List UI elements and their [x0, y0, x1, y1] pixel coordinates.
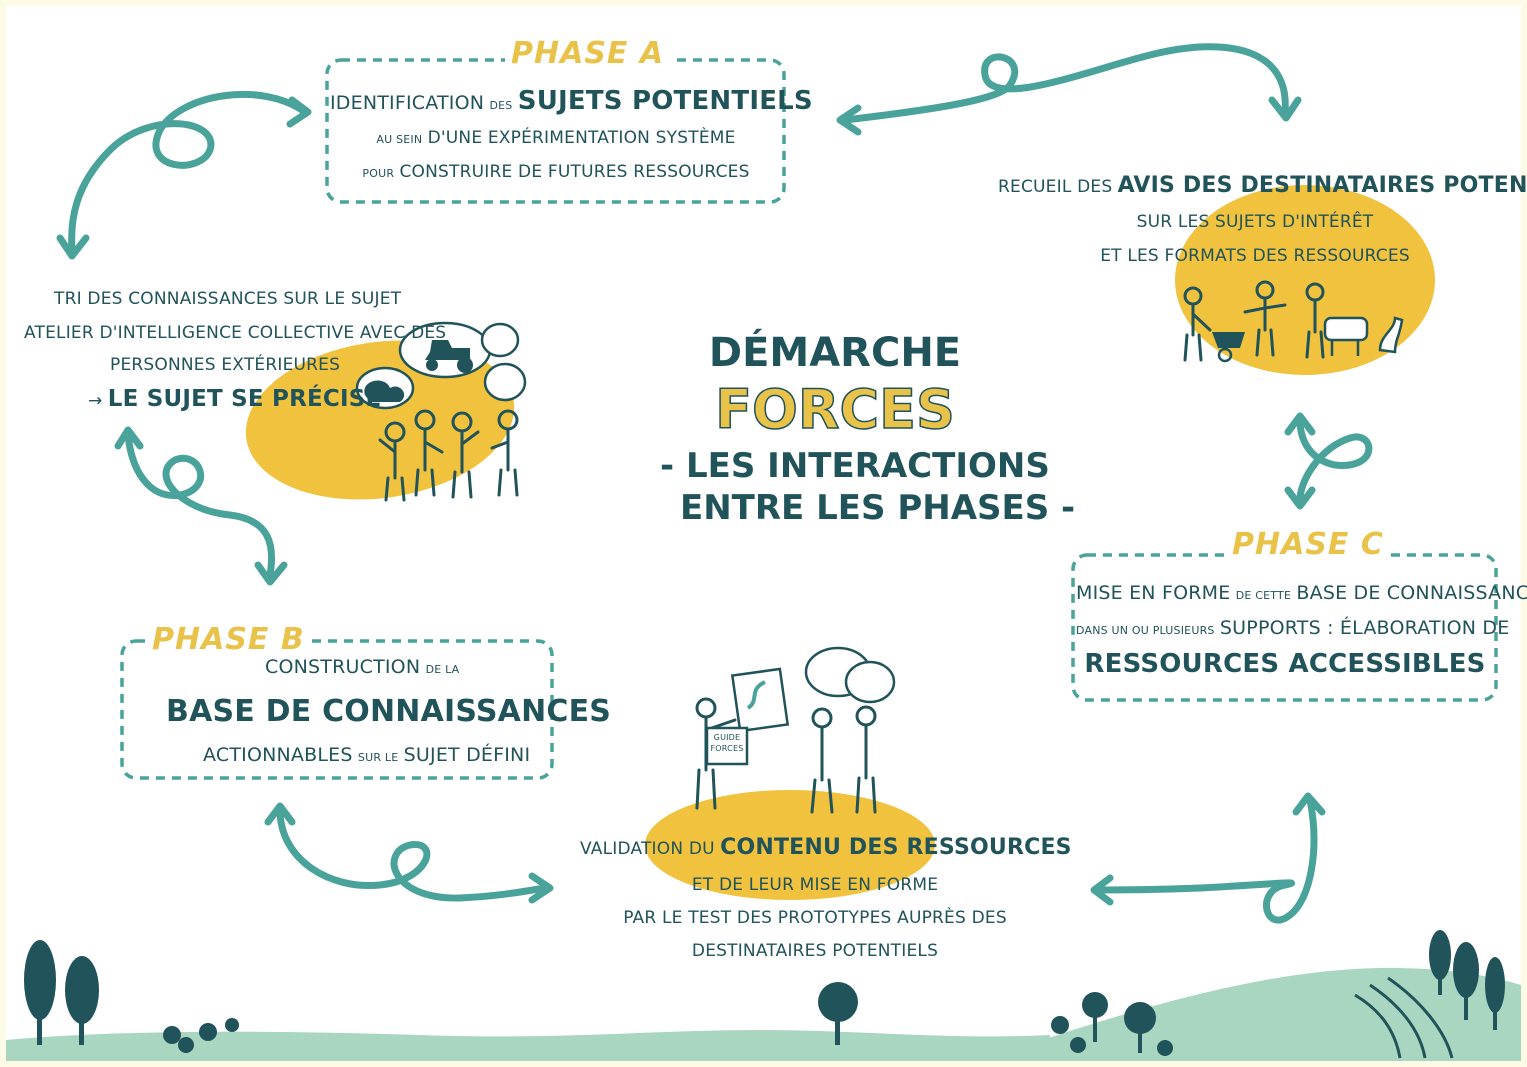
phase-c-label: PHASE C: [1226, 527, 1390, 562]
right-note-recueil: RECUEIL DES: [998, 177, 1113, 197]
field-line-1: [1354, 993, 1402, 1059]
phase-a-text-des: DES: [489, 99, 513, 112]
arrowhead-topleft-1: [56, 234, 90, 260]
phase-c-text-de-cette: DE CETTE: [1235, 589, 1292, 602]
bottom-note-line-3: PAR LE TEST DES PROTOTYPES AUPRÈS DES: [623, 908, 1007, 928]
people-left: [378, 409, 519, 502]
trees-right-cluster: [1051, 992, 1173, 1056]
left-note-sujet-precise: LE SUJET SE PRÉCISE: [107, 386, 382, 412]
arrow-glyph: →: [88, 391, 103, 411]
phase-c-text-dans: DANS UN OU PLUSIEURS: [1076, 624, 1215, 637]
arrowhead-right-middle-1: [1284, 412, 1316, 436]
arrow-bottom-left: [276, 806, 549, 902]
phase-a-text-experimentation: D'UNE EXPÉRIMENTATION SYSTÈME: [427, 128, 736, 148]
center-title-forces: FORCES: [714, 377, 955, 442]
yellow-blob-left: [245, 340, 515, 500]
arrowhead-bottom-left-1: [264, 802, 296, 826]
phase-b-line-1: CONSTRUCTION DE LA: [265, 656, 459, 678]
phase-b-text-base: BASE DE CONNAISSANCES: [166, 694, 612, 729]
cloud-icon-left: [364, 380, 405, 402]
bottom-note-line-2: ET DE LEUR MISE EN FORME: [691, 875, 939, 895]
right-note-line-2: SUR LES SUJETS D'INTÉRÊT: [1136, 212, 1374, 232]
guide-forces-sign: GUIDE FORCES: [707, 732, 747, 754]
arrowhead-left-middle-1: [114, 426, 144, 450]
arrow-bottom-right: [1094, 796, 1318, 924]
tree-center: [818, 982, 858, 1045]
arrowhead-left-middle-2: [254, 561, 288, 586]
center-subtitle-1: - LES INTERACTIONS: [660, 446, 1050, 486]
cow-icon: [1323, 316, 1369, 356]
phase-b-text-sur-le: SUR LE: [357, 751, 399, 764]
trees-left: [24, 940, 99, 1045]
phase-c-text-supports: SUPPORTS : ÉLABORATION DE: [1219, 617, 1510, 639]
bottom-note-validation: VALIDATION DU: [580, 839, 715, 859]
phase-c-text-ressources: RESSOURCES ACCESSIBLES: [1084, 649, 1486, 679]
bushes-left: [163, 1018, 239, 1053]
tractor-icon: [425, 340, 470, 360]
phase-c-line-1: MISE EN FORME DE CETTE BASE DE CONNAISSA…: [1076, 582, 1527, 604]
yellow-blob-right: [1175, 185, 1435, 375]
center-title-demarche: DÉMARCHE: [708, 330, 962, 376]
arrow-right-middle: [1296, 416, 1373, 504]
phase-a-line-1: IDENTIFICATION DES SUJETS POTENTIELS: [330, 86, 813, 116]
phase-b-line-3: ACTIONNABLES SUR LE SUJET DÉFINI: [203, 744, 530, 766]
phase-c-text-base: BASE DE CONNAISSANCES: [1296, 582, 1527, 604]
people-right: [1183, 280, 1325, 362]
phase-b-box: [120, 639, 554, 780]
goose-icon: [1378, 316, 1404, 354]
phase-c-line-2: DANS UN OU PLUSIEURS SUPPORTS : ÉLABORAT…: [1076, 617, 1509, 639]
phase-b-text-de-la: DE LA: [425, 663, 460, 676]
right-note-line-1: RECUEIL DES AVIS DES DESTINATAIRES POTEN…: [998, 173, 1527, 198]
arrowhead-bottom-right-1: [1292, 792, 1326, 816]
bottom-note-line-1: VALIDATION DU CONTENU DES RESSOURCES: [580, 835, 1072, 860]
left-note-line-3: PERSONNES EXTÉRIEURES: [110, 355, 341, 375]
phase-b-label: PHASE B: [146, 622, 311, 657]
arrow-left-middle: [124, 428, 276, 579]
sign-line-2: FORCES: [710, 744, 744, 753]
left-note-line-1: TRI DES CONNAISSANCES SUR LE SUJET: [54, 289, 402, 309]
field-line-3: [1387, 976, 1454, 1059]
phase-a-text-pour: POUR: [362, 167, 395, 180]
poster-board: [705, 667, 790, 766]
hill-left: [6, 1030, 1050, 1061]
phase-a-text-sujets: SUJETS POTENTIELS: [517, 86, 813, 116]
phase-a-label: PHASE A: [505, 36, 671, 71]
arrow-topright: [841, 43, 1289, 124]
phase-a-text-au-sein: AU SEIN: [376, 133, 423, 146]
phase-b-text-sujet: SUJET DÉFINI: [403, 744, 531, 766]
arrowhead-bottom-right-2: [1090, 874, 1114, 906]
arrowhead-topleft-2: [286, 96, 312, 128]
arrowhead-right-middle-2: [1284, 486, 1316, 510]
wheelbarrow-icon: [1212, 332, 1245, 348]
arrowhead-topright-1: [836, 104, 862, 136]
phase-b-text-actionnables: ACTIONNABLES: [203, 744, 353, 766]
arrowhead-bottom-left-2: [528, 872, 554, 904]
right-note-avis: AVIS DES DESTINATAIRES POTENTIELS: [1117, 173, 1527, 198]
phase-a-text-construire: CONSTRUIRE DE FUTURES RESSOURCES: [399, 162, 750, 182]
left-note-line-2: ATELIER D'INTELLIGENCE COLLECTIVE AVEC D…: [24, 323, 447, 343]
yellow-blob-bottom: [645, 790, 935, 900]
arrow-topleft: [68, 90, 309, 254]
bottom-note-contenu: CONTENU DES RESSOURCES: [720, 835, 1072, 860]
phase-a-line-2: AU SEIN D'UNE EXPÉRIMENTATION SYSTÈME: [330, 128, 782, 148]
trees-right: [1429, 930, 1505, 1030]
phase-b-text-construction: CONSTRUCTION: [265, 656, 421, 678]
phase-a-text-identification: IDENTIFICATION: [330, 92, 485, 114]
arrowhead-topright-2: [1268, 96, 1302, 122]
right-note-line-3: ET LES FORMATS DES RESSOURCES: [1100, 246, 1410, 266]
phase-c-text-mise: MISE EN FORME: [1076, 582, 1231, 604]
phase-a-line-3: POUR CONSTRUIRE DE FUTURES RESSOURCES: [330, 162, 782, 182]
left-note-line-4: → LE SUJET SE PRÉCISE: [88, 386, 381, 412]
checklist-bubbles: [804, 646, 896, 704]
center-subtitle-2: ENTRE LES PHASES -: [680, 488, 1076, 528]
sign-line-1: GUIDE: [713, 733, 741, 742]
bottom-note-line-4: DESTINATAIRES POTENTIELS: [691, 941, 939, 961]
field-line-2: [1369, 983, 1427, 1059]
hill-right: [980, 967, 1521, 1061]
